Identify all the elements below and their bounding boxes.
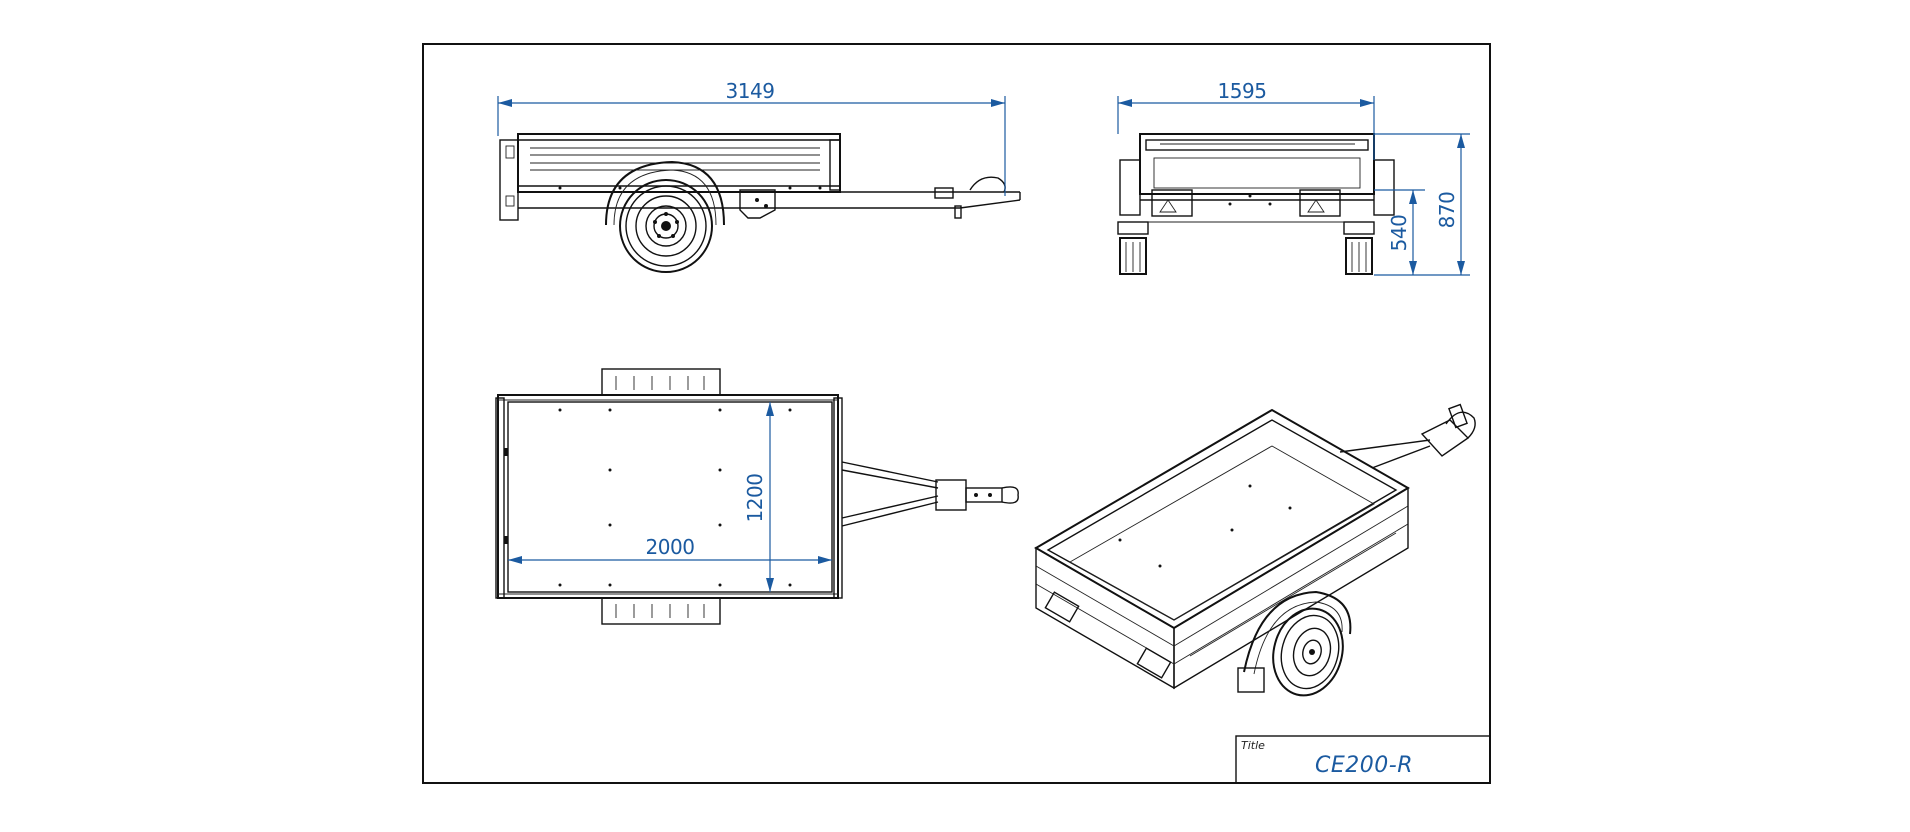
rear-view [1117, 133, 1395, 275]
dim-text-1595: 1595 [1218, 79, 1267, 103]
dim-text-1200: 1200 [743, 474, 767, 523]
top-view [495, 368, 1019, 625]
dimension-side-length: 3149 [497, 79, 1006, 196]
dim-text-540: 540 [1387, 215, 1411, 252]
title-value: CE200-R [1315, 753, 1413, 778]
drawing-border [422, 43, 1491, 784]
dimension-top-width: 1200 [743, 402, 774, 592]
dim-text-870: 870 [1435, 192, 1459, 229]
side-view [499, 133, 1021, 273]
dim-text-3149: 3149 [726, 79, 775, 103]
dimension-rear-height-total: 870 [1374, 133, 1470, 276]
dimension-rear-height-deck: 540 [1374, 189, 1425, 275]
dimension-top-length: 2000 [508, 535, 832, 564]
title-block: Title CE200-R [1235, 735, 1491, 784]
dimension-rear-width: 1595 [1117, 79, 1375, 160]
isometric-view [1034, 403, 1476, 697]
title-label: Title [1241, 739, 1265, 752]
dim-text-2000: 2000 [646, 535, 695, 559]
